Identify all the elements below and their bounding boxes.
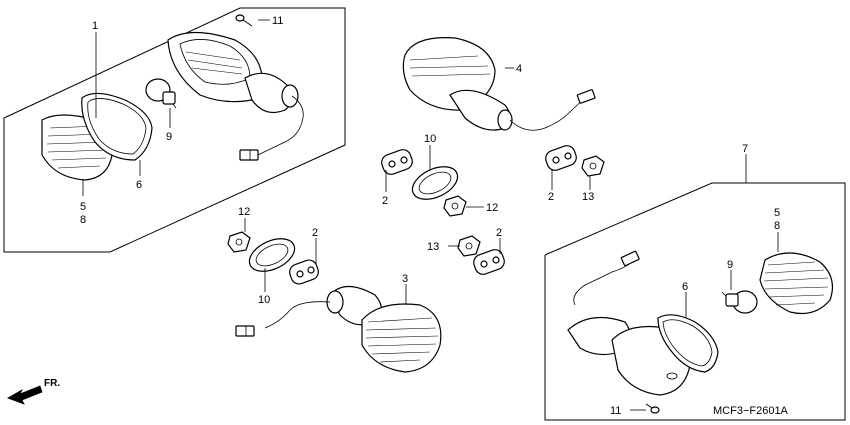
callout-9-lower-right: 9 xyxy=(727,259,733,271)
callout-6-top: 6 xyxy=(136,179,142,191)
rubber-mount-center-right xyxy=(545,145,577,171)
leader-lines xyxy=(82,19,779,411)
callout-12-left: 12 xyxy=(238,206,250,218)
callout-6-lower-right: 6 xyxy=(682,281,688,293)
front-arrow-icon xyxy=(7,385,43,405)
callout-7: 7 xyxy=(742,143,748,155)
gasket-left-top xyxy=(81,92,153,161)
callout-labels: 1 11 9 6 5 8 4 10 2 12 2 13 13 2 12 2 10… xyxy=(80,15,780,417)
callout-5-top: 5 xyxy=(80,201,86,213)
rubber-mount-center-lower xyxy=(473,249,505,275)
winker-lower-left xyxy=(235,285,442,373)
callout-1: 1 xyxy=(92,20,98,32)
callout-12-center: 12 xyxy=(486,202,498,214)
bulb-lower-right xyxy=(721,290,758,314)
callout-10-left: 10 xyxy=(258,294,270,306)
callout-9-top: 9 xyxy=(166,131,172,143)
callout-11-top: 11 xyxy=(272,15,283,27)
assembly-box-7 xyxy=(544,182,846,421)
gasket-lower-right xyxy=(657,314,719,373)
nut-13-right xyxy=(581,155,605,177)
front-direction-indicator: FR. xyxy=(7,378,60,405)
rubber-mount-center-left xyxy=(381,149,413,175)
nut-12-center xyxy=(443,195,467,217)
collar-center xyxy=(411,166,459,200)
rubber-mount-left xyxy=(289,259,319,285)
housing-left-top xyxy=(167,31,304,161)
callout-10-center: 10 xyxy=(424,133,436,145)
callout-4: 4 xyxy=(516,63,522,75)
callout-8-top: 8 xyxy=(80,214,86,226)
nut-13-center xyxy=(457,235,481,257)
callout-13-center: 13 xyxy=(427,241,439,253)
callout-5-lower-right: 5 xyxy=(774,207,780,219)
screw-top xyxy=(235,14,253,27)
callout-2-center-lower: 2 xyxy=(496,227,502,239)
callout-13-right: 13 xyxy=(582,191,594,203)
callout-8-lower-right: 8 xyxy=(774,220,780,232)
screw-bottom xyxy=(645,403,660,414)
front-label: FR. xyxy=(44,378,60,389)
diagram-code: MCF3−F2601A xyxy=(713,405,789,417)
winker-right-top xyxy=(402,37,596,131)
callout-2-center-left: 2 xyxy=(382,195,388,207)
nut-12-left xyxy=(227,231,251,253)
callout-2-center-right: 2 xyxy=(548,191,554,203)
callout-2-left: 2 xyxy=(312,227,318,239)
collar-left xyxy=(248,238,296,272)
lens-lower-right xyxy=(759,252,833,315)
callout-3: 3 xyxy=(402,273,408,285)
assembly-box-1 xyxy=(3,7,346,253)
bulb-left-top xyxy=(145,78,177,109)
callout-11-bottom: 11 xyxy=(610,405,621,417)
